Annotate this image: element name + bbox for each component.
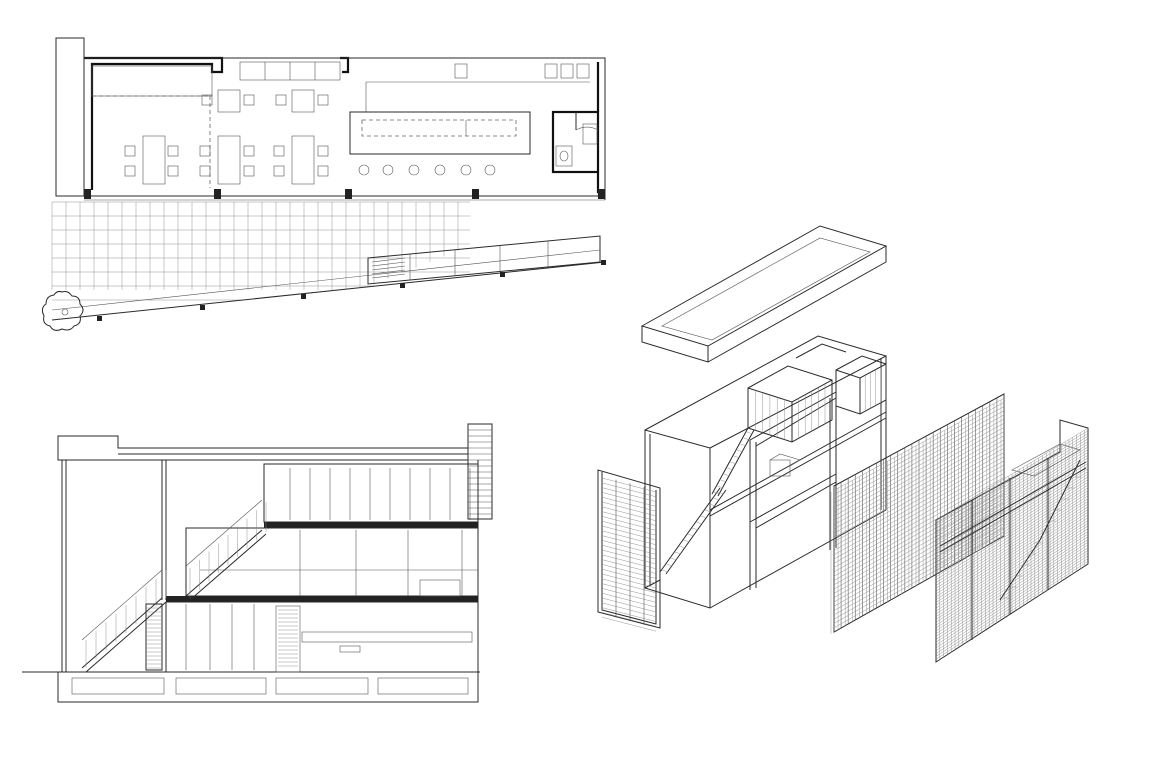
chair: [317, 145, 329, 157]
plan-top-shelving: [91, 61, 590, 97]
chair: [243, 165, 255, 177]
chair: [317, 94, 329, 106]
column: [345, 189, 352, 199]
bar-stool: [484, 164, 496, 176]
chair: [273, 145, 285, 157]
column: [214, 189, 221, 199]
dining-table: [142, 135, 166, 185]
restroom: [551, 110, 600, 174]
dining-tables: [124, 89, 329, 185]
facade-columns: [84, 189, 605, 199]
entrance-ramp: [367, 235, 601, 285]
column: [472, 189, 479, 199]
building-section: [22, 423, 493, 703]
tree-symbol: [41, 290, 84, 331]
roof-access-stair: [467, 423, 493, 520]
bar-counter: [349, 111, 531, 155]
chair: [273, 165, 285, 177]
chair: [167, 165, 179, 177]
bar-stool: [382, 164, 394, 176]
middle-louver-screen: [830, 393, 1005, 634]
bar-stool: [408, 164, 420, 176]
chair: [243, 94, 255, 106]
chair: [167, 145, 179, 157]
bar-stool: [434, 164, 446, 176]
dining-table: [291, 89, 315, 113]
axon-upper-rooms: [747, 343, 887, 477]
bar-stools: [358, 164, 496, 176]
chair: [199, 165, 211, 177]
chair: [275, 94, 287, 106]
bar-stool: [460, 164, 472, 176]
exploded-axonometric: [597, 225, 1089, 663]
column: [84, 189, 91, 199]
upper-floor-room: [263, 463, 479, 523]
dining-table: [217, 135, 241, 185]
chair: [124, 145, 136, 157]
section-stairs: [81, 499, 267, 673]
chair: [201, 94, 213, 106]
floor-plan: [41, 37, 606, 331]
chair: [199, 145, 211, 157]
bar-stool: [358, 164, 370, 176]
chair: [243, 145, 255, 157]
right-mesh-screen: [935, 419, 1089, 663]
left-louver-screen: [597, 469, 661, 632]
chair: [124, 165, 136, 177]
dining-table: [291, 135, 315, 185]
axon-stair: [659, 427, 755, 575]
dining-table: [217, 89, 241, 113]
paving-grid: [51, 201, 470, 301]
column: [598, 189, 605, 199]
chair: [317, 165, 329, 177]
axon-roof-slab: [640, 225, 888, 363]
